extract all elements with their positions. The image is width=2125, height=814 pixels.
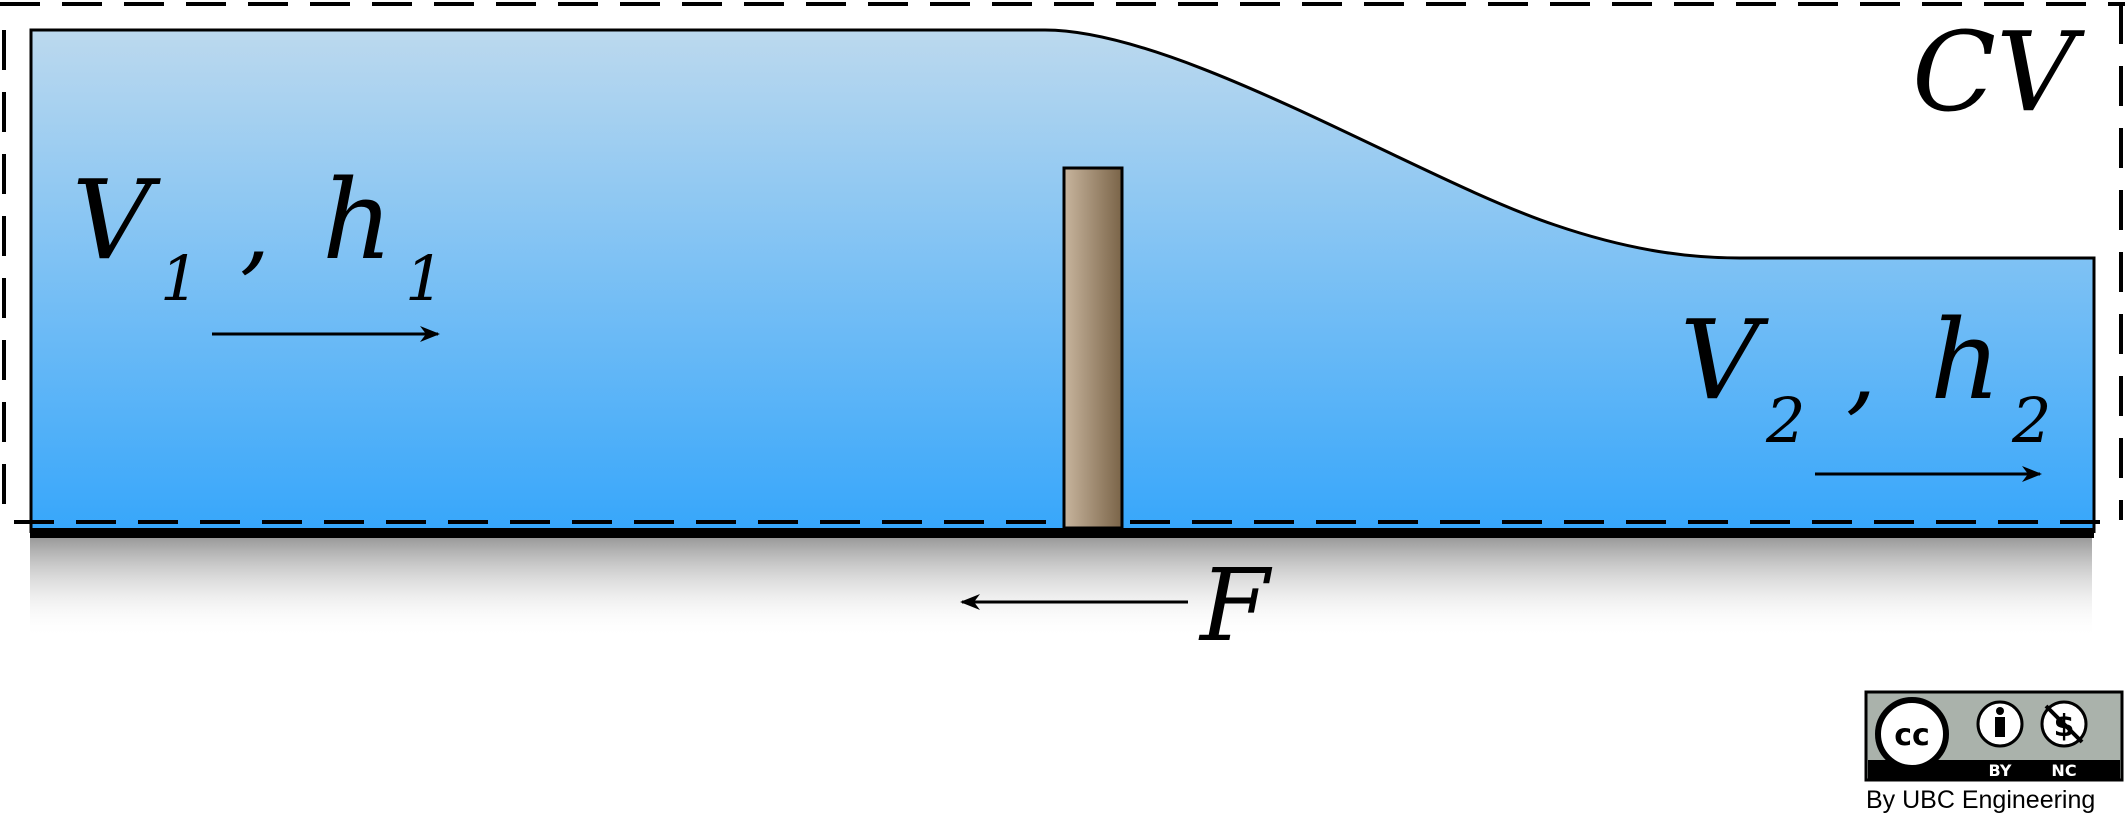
cc-icon — [1875, 697, 1949, 771]
control-volume-boundary — [0, 2, 2125, 524]
downstream-velocity-subscript: 2 — [1765, 384, 1805, 457]
attribution-icon-head — [1996, 707, 2004, 715]
upstream-separator: , — [240, 173, 271, 285]
ground-shadow — [30, 538, 2092, 638]
downstream-depth-subscript: 2 — [2011, 384, 2051, 457]
upstream-velocity-symbol: V — [72, 156, 161, 284]
upstream-depth-subscript: 1 — [405, 242, 444, 315]
upstream-depth-symbol: h — [322, 156, 393, 284]
credit-text: By UBC Engineering — [1866, 786, 2095, 814]
gate-plate — [1062, 166, 1124, 530]
license-nc-text: NC — [2051, 761, 2076, 780]
downstream-velocity-symbol: V — [1680, 296, 1769, 424]
water-surface — [29, 28, 2096, 533]
attribution-icon-body — [1995, 717, 2005, 737]
downstream-separator: , — [1846, 313, 1877, 425]
downstream-depth-symbol: h — [1930, 296, 2001, 424]
downstream-label: V 2 , h 2 — [1680, 296, 2051, 457]
upstream-velocity-subscript: 1 — [160, 242, 199, 315]
noncommercial-strike — [2044, 704, 2084, 744]
license-badge: cc $ BY NC — [1864, 690, 2124, 782]
force-symbol: F — [1198, 547, 1273, 664]
channel-bed — [30, 528, 2094, 538]
license-by-text: BY — [1989, 761, 2012, 780]
control-volume-label: CV — [1912, 8, 2085, 136]
cc-icon-text: cc — [1894, 718, 1930, 753]
upstream-label: V 1 , h 1 — [72, 156, 444, 315]
